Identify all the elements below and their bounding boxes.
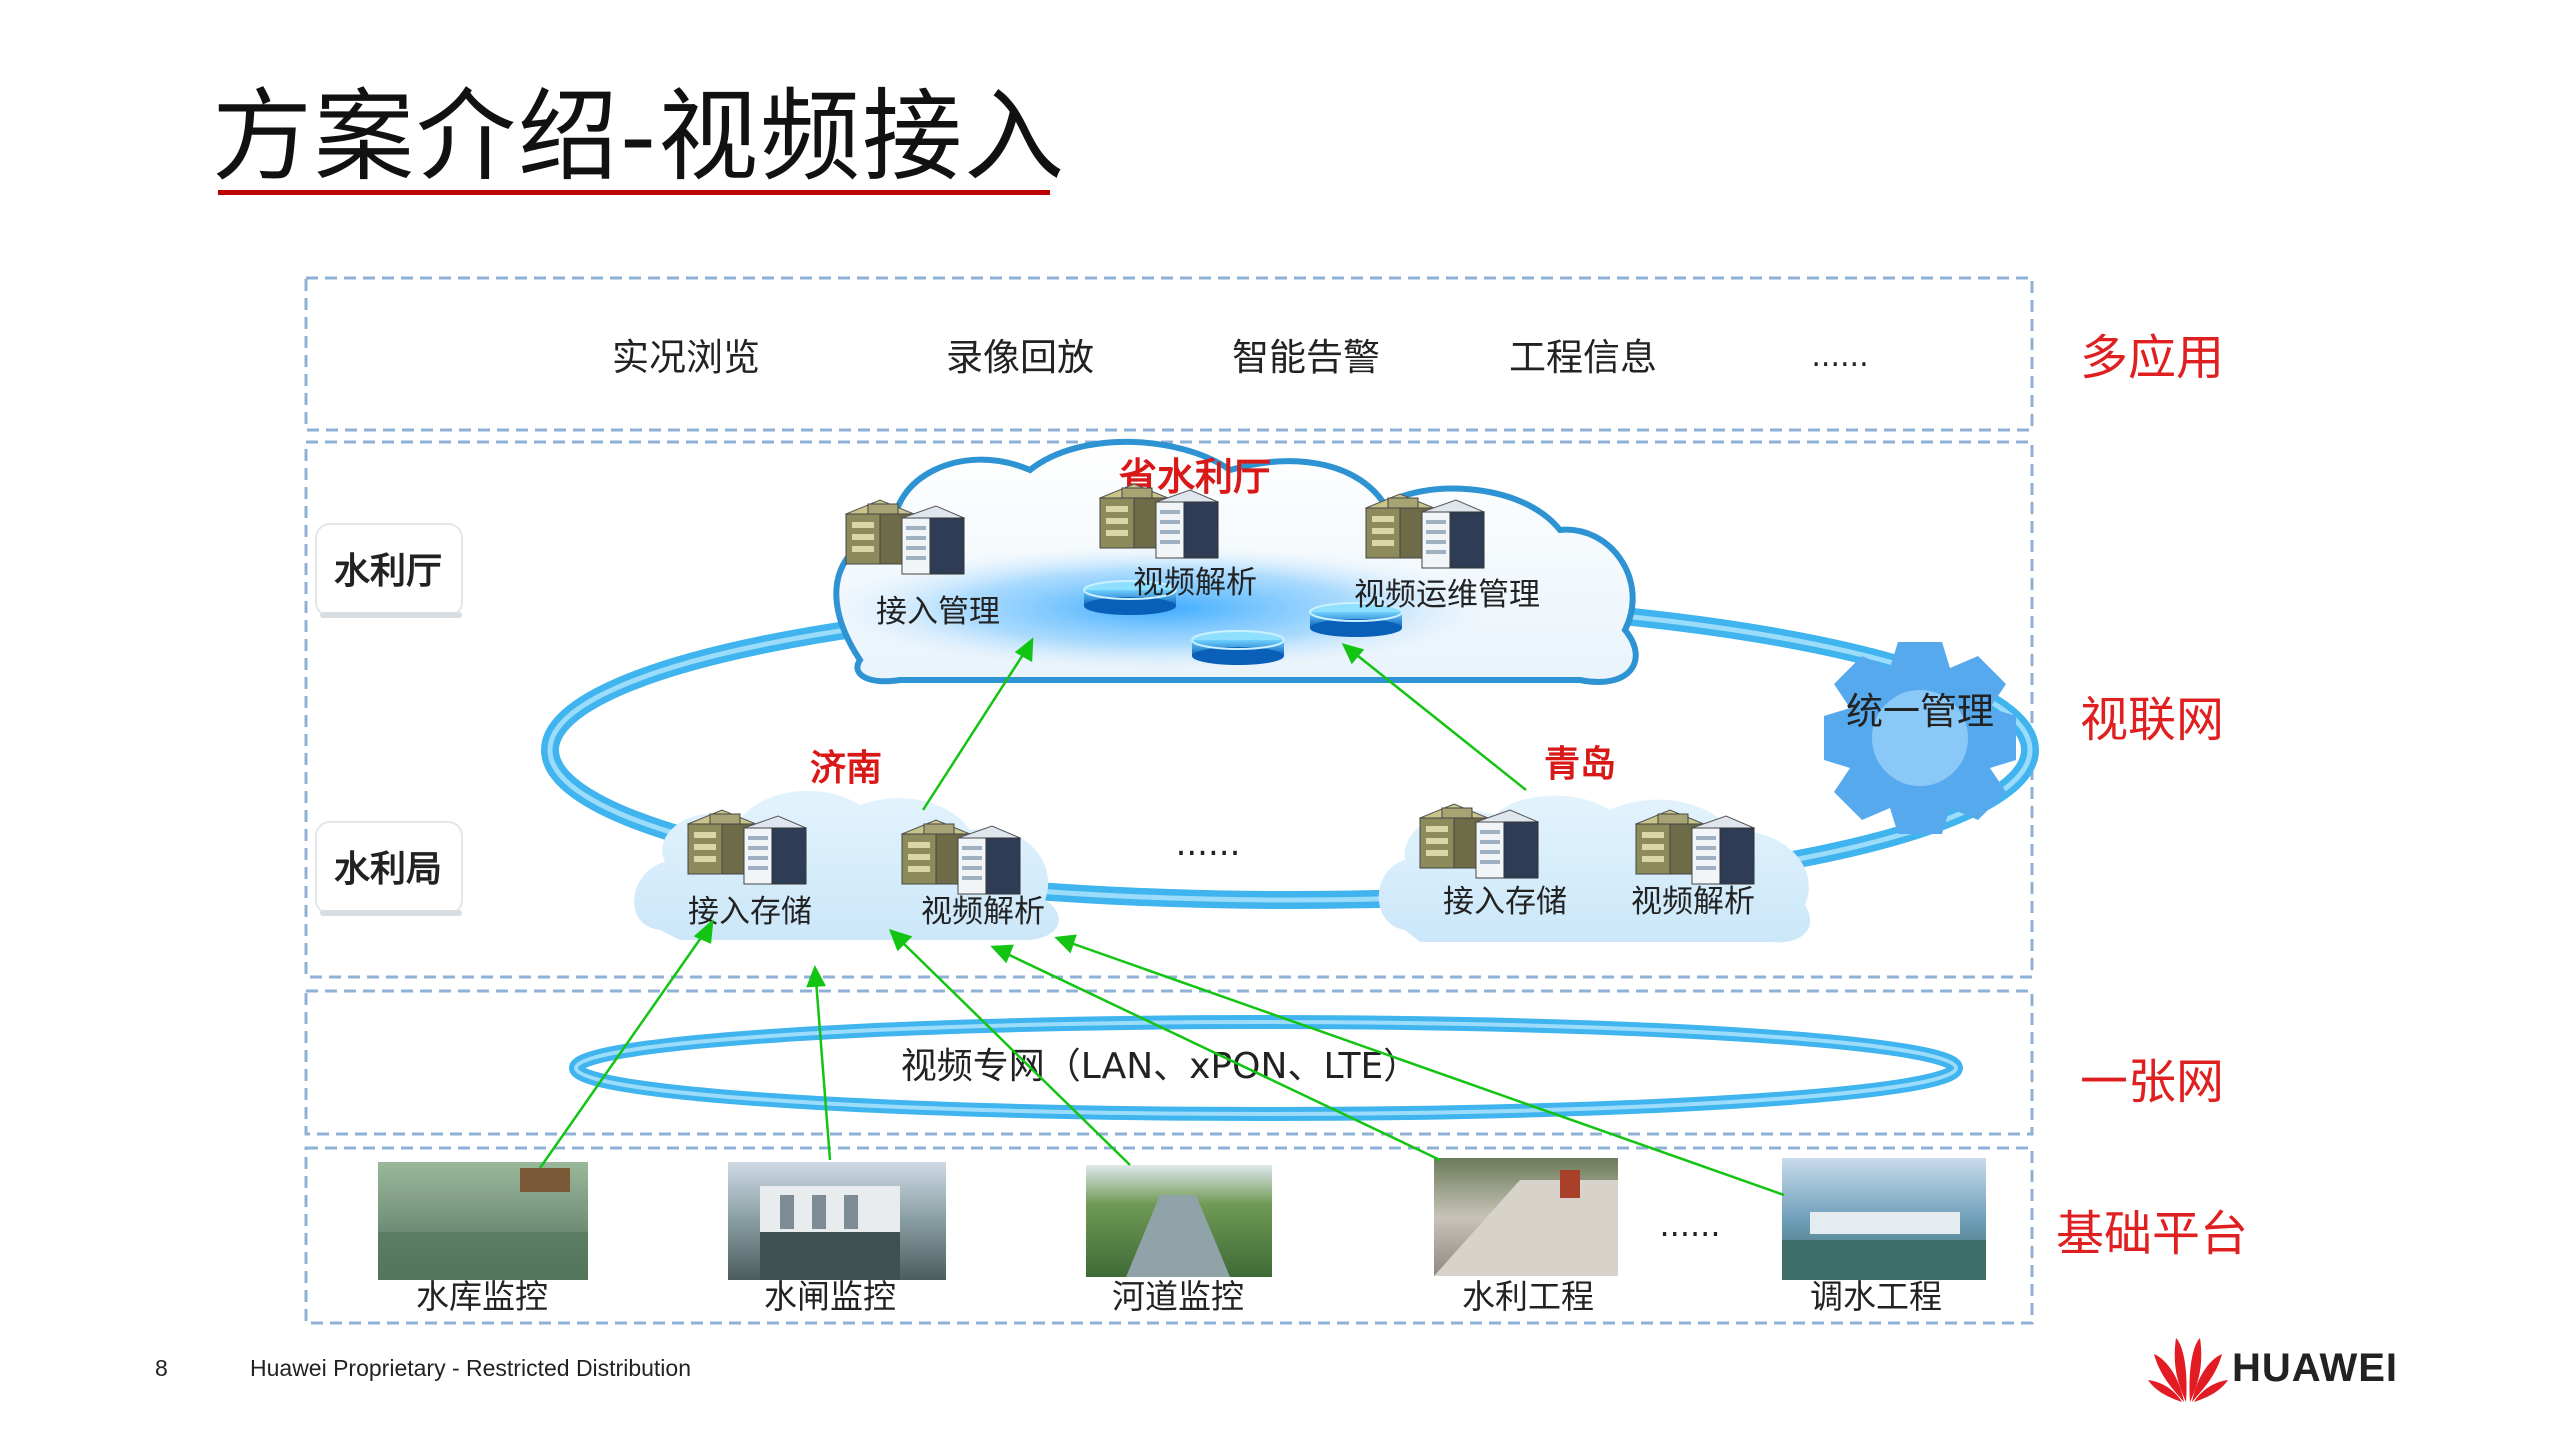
server-icon [1635, 809, 1755, 885]
base-ellipsis: ...... [1659, 1206, 1720, 1244]
huawei-logo-icon [2148, 1338, 2228, 1402]
layer-label-application: 多应用 [2080, 330, 2224, 386]
role-label: 水利局 [334, 849, 442, 890]
role-badge-province: 水利厅 [315, 523, 463, 618]
brand-name: HUAWEI [2232, 1346, 2398, 1390]
application-layer-box [304, 276, 2034, 432]
city-node-label: 接入存储 [1443, 884, 1567, 920]
server-icon [687, 809, 807, 885]
site-image-river [1086, 1165, 1272, 1277]
server-icon [901, 819, 1021, 895]
city-name: 济南 [810, 748, 882, 789]
layer-label-base-platform: 基础平台 [2056, 1206, 2248, 1262]
page-number: 8 [155, 1355, 168, 1381]
city-node-label: 视频解析 [921, 894, 1045, 930]
gear-icon [1824, 642, 2016, 834]
role-badge-bureau: 水利局 [315, 821, 463, 916]
bureau-ellipsis: ...... [1176, 824, 1241, 864]
app-item: 实况浏览 [612, 336, 760, 379]
base-platform-layer-box [304, 1146, 2034, 1325]
site-label: 调水工程 [1810, 1277, 1942, 1316]
site-label: 河道监控 [1112, 1277, 1244, 1316]
one-network-layer-box [304, 989, 2034, 1136]
server-icon [1365, 493, 1485, 569]
role-label: 水利厅 [334, 551, 442, 592]
app-item: 工程信息 [1509, 336, 1657, 379]
site-image-sluice [728, 1162, 946, 1280]
province-node-label: 接入管理 [876, 594, 1000, 630]
city-name: 青岛 [1544, 744, 1616, 785]
site-label: 水利工程 [1462, 1277, 1594, 1316]
footer-text: Huawei Proprietary - Restricted Distribu… [250, 1355, 691, 1381]
layer-label-video-network: 视联网 [2080, 692, 2224, 748]
site-image-reservoir [378, 1162, 588, 1280]
data-flow-arrows [538, 637, 1785, 1197]
province-node-label: 视频运维管理 [1354, 577, 1540, 613]
layer-label-one-network: 一张网 [2080, 1054, 2224, 1110]
management-label: 统一管理 [1846, 690, 1994, 733]
storage-disk-icon [1191, 630, 1285, 666]
site-label: 水库监控 [416, 1277, 548, 1316]
site-image-hydraulic-project [1434, 1158, 1618, 1276]
site-image-water-transfer [1782, 1158, 1986, 1280]
province-node-label: 视频解析 [1133, 565, 1257, 601]
city-node-label: 视频解析 [1631, 884, 1755, 920]
app-item: 智能告警 [1232, 336, 1380, 379]
site-label: 水闸监控 [764, 1277, 896, 1316]
page-title: 方案介绍-视频接入 [212, 78, 1067, 195]
app-item: 录像回放 [946, 336, 1094, 379]
server-icon [845, 499, 965, 575]
one-network-label: 视频专网（LAN、xPON、LTE） [901, 1046, 1420, 1087]
title-underline [218, 190, 1050, 195]
server-icon [1419, 803, 1539, 879]
server-icon [1099, 483, 1219, 559]
city-node-label: 接入存储 [688, 894, 812, 930]
app-item: ...... [1811, 339, 1868, 374]
